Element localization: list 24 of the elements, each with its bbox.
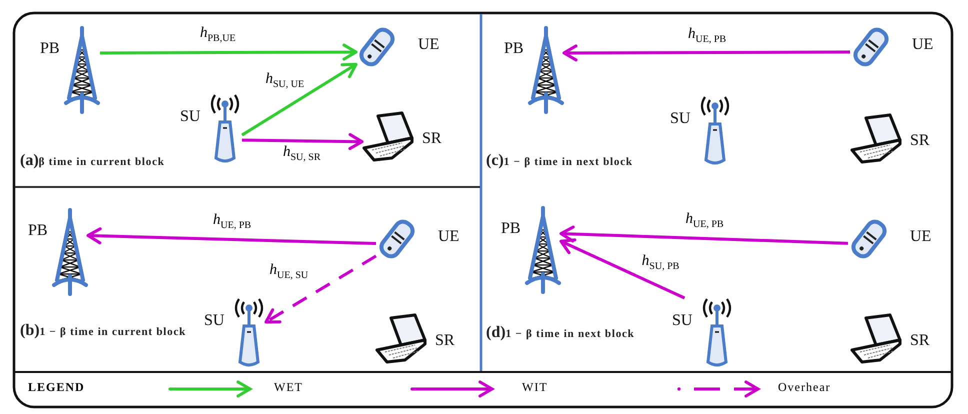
node-label: SU xyxy=(672,312,692,330)
legend-label: WIT xyxy=(522,380,548,395)
node-label: SU xyxy=(180,108,200,126)
node-label: SU xyxy=(670,110,690,128)
node-label: PB xyxy=(28,222,48,240)
node-label: PB xyxy=(40,40,60,58)
panel-caption: (d)1 − β time in next block xyxy=(486,326,635,341)
node-label: PB xyxy=(504,40,524,58)
node-label: SU xyxy=(204,312,224,330)
node-label: UE xyxy=(912,36,934,54)
node-label: PB xyxy=(501,220,521,238)
node-label: SR xyxy=(910,332,930,350)
legend-label: Overhear xyxy=(778,380,831,395)
node-label: UE xyxy=(418,36,440,54)
legend-title: LEGEND xyxy=(28,380,85,395)
node-label: UE xyxy=(910,228,932,246)
panel-caption: (a)β time in current block xyxy=(20,154,165,169)
legend-label: WET xyxy=(274,380,303,395)
node-label: UE xyxy=(438,228,460,246)
node-label: SR xyxy=(422,130,442,148)
node-label: SR xyxy=(910,132,930,150)
panel-caption: (c)1 − β time in next block xyxy=(486,154,633,169)
panel-caption: (b)1 − β time in current block xyxy=(20,324,186,339)
node-label: SR xyxy=(435,332,455,350)
